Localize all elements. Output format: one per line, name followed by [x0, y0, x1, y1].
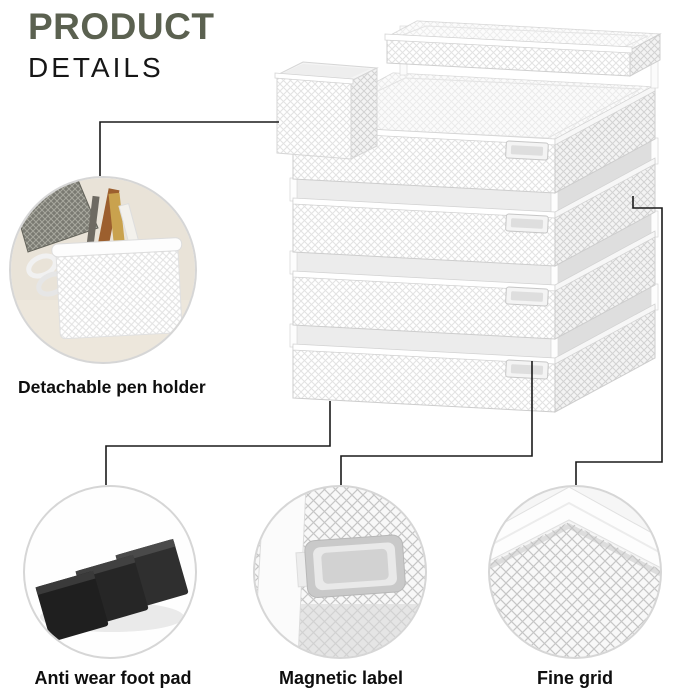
letter-tray-1	[291, 72, 657, 194]
callout-pen-holder	[9, 176, 197, 364]
heading-product: PRODUCT	[28, 6, 215, 47]
heading-details: DETAILS	[28, 51, 164, 83]
connector-line-magnetic-label	[340, 361, 533, 485]
callout-foot-pad	[23, 485, 197, 659]
letter-tray-2	[292, 157, 656, 267]
caption-foot-pad: Anti wear foot pad	[34, 668, 192, 688]
pen-holder-cup	[274, 61, 379, 160]
letter-tray-3	[292, 230, 656, 340]
foot-pad-photo	[25, 487, 195, 657]
caption-pen-holder: Detachable pen holder	[18, 377, 206, 397]
caption-fine-grid: Fine grid	[537, 668, 613, 688]
top-shelf-tray	[384, 20, 662, 89]
page-header: PRODUCT DETAILS	[28, 6, 215, 84]
letter-tray-4	[292, 303, 656, 413]
connector-lines	[99, 121, 663, 485]
callout-fine-grid	[488, 485, 662, 659]
tray-gaps	[293, 139, 655, 360]
connector-line-pen-holder	[99, 121, 279, 176]
connector-line-fine-grid	[575, 196, 663, 485]
connector-line-foot-pad	[105, 401, 331, 485]
magnetic-label-photo	[255, 487, 425, 657]
caption-magnetic-label: Magnetic label	[278, 668, 404, 688]
callout-magnetic-label	[253, 485, 427, 659]
stacked-letter-tray-product	[274, 20, 662, 413]
label-holders	[505, 140, 549, 380]
fine-grid-photo	[490, 487, 660, 657]
